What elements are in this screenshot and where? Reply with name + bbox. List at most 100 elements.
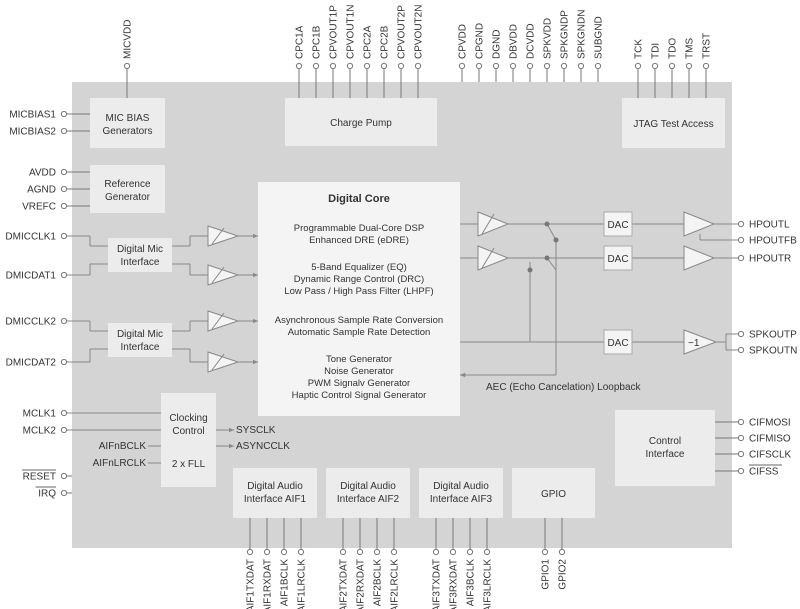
pin-cpvout1p: CPVOUT1P [329, 5, 340, 98]
pin-label: TDI [651, 43, 662, 59]
pin-mclk1: MCLK1 [23, 409, 68, 420]
aif1-block: Digital Audio Interface AIF1 [233, 468, 317, 518]
pin-label: MCLK2 [23, 426, 57, 437]
pin-label: CPGND [475, 23, 486, 59]
pin-hpoutfb: HPOUTFB [737, 236, 797, 247]
pin-cpc2a: CPC2A [363, 25, 374, 98]
asyncclk-label: ASYNCCLK [236, 441, 290, 452]
internal-wiring [67, 223, 738, 464]
pin-label: DMICDAT2 [6, 358, 57, 369]
pin-label: CPVDD [458, 24, 469, 59]
pin-cpvout2n: CPVOUT2N [414, 5, 425, 98]
pin-label: DCVDD [526, 23, 537, 59]
pin-label: IRQ [38, 489, 56, 500]
pin-label: CPC1A [295, 25, 306, 59]
pin-label: CPVOUT2N [414, 5, 425, 59]
core-line: Automatic Sample Rate Detection [288, 327, 431, 338]
pin-label: DGND [492, 30, 503, 59]
control-interface-block: Control Interface [615, 410, 715, 486]
pin-label: HPOUTFB [749, 236, 797, 247]
pin-label: AVDD [29, 168, 56, 179]
pin-label: SPKGNDN [577, 10, 588, 59]
aif2-label-1: Digital Audio [340, 481, 396, 492]
pin-aif3bclk: AIF3BCLK [466, 518, 477, 606]
pin-spkoutn: SPKOUTN [737, 346, 797, 357]
reference-label-1: Reference [104, 179, 151, 190]
pin-label: AIF1RXDAT [263, 559, 274, 609]
right-pins: HPOUTLHPOUTFBHPOUTRSPKOUTPSPKOUTNCIFMOSI… [715, 220, 797, 478]
pin-label: CIFSS [749, 467, 779, 478]
pin-label: AIF1LRCLK [297, 559, 308, 609]
pin-label: SPKOUTP [749, 330, 797, 341]
pin-label: VREFC [22, 202, 56, 213]
pin-reset: RESET [22, 469, 72, 483]
digital-core-title: Digital Core [328, 193, 390, 205]
dmic-adc-stages [207, 225, 240, 373]
dmic1-label-1: Digital Mic [117, 244, 163, 255]
fll-label: 2 x FLL [172, 459, 206, 470]
reference-block: Reference Generator [90, 165, 165, 213]
pin-label: CPC2A [363, 25, 374, 59]
sysclk-label: SYSCLK [236, 425, 276, 436]
core-line: Enhanced DRE (eDRE) [309, 235, 409, 246]
pin-label: DMICCLK1 [5, 232, 56, 243]
gpio-label: GPIO [541, 489, 566, 500]
pin-label: DBVDD [509, 24, 520, 59]
dmic1-label-2: Interface [121, 257, 160, 268]
pin-micvdd: MICVDD [123, 20, 134, 98]
core-line: 5-Band Equalizer (EQ) [311, 262, 407, 273]
pin-aif3lrclk: AIF3LRCLK [483, 518, 494, 609]
pin-micbias1: MICBIAS1 [9, 110, 90, 121]
pin-dmicclk1: DMICCLK1 [5, 232, 68, 243]
clocking-label-1: Clocking [169, 413, 207, 424]
pin-cpvout2p: CPVOUT2P [397, 5, 408, 98]
pin-label: AIF3LRCLK [483, 559, 494, 609]
pin-cpgnd: CPGND [475, 23, 486, 82]
pin-micbias2: MICBIAS2 [9, 127, 90, 138]
control-if-label-2: Interface [646, 449, 685, 460]
pin-cifsclk: CIFSCLK [715, 450, 792, 461]
pin-aif1lrclk: AIF1LRCLK [297, 518, 308, 609]
pin-label: AIF3BCLK [466, 559, 477, 607]
pin-tms: TMS [685, 38, 696, 98]
pin-label: TRST [702, 33, 713, 59]
pin-gpio2: GPIO2 [558, 518, 569, 590]
pin-dmicdat1: DMICDAT1 [6, 271, 68, 282]
pin-aif3rxdat: AIF3RXDAT [449, 518, 460, 609]
pin-aif2rxdat: AIF2RXDAT [356, 518, 367, 609]
core-line: Low Pass / High Pass Filter (LHPF) [284, 286, 433, 297]
clocking-block: Clocking Control 2 x FLL [161, 393, 216, 487]
inverting-amp-label: −1 [688, 338, 700, 349]
top-pins: MICVDD CPC1A CPC1B CPVOUT1P CPVOUT1N CPC2A CPC… [123, 5, 713, 98]
pin-label: AIF2RXDAT [356, 559, 367, 609]
pin-irq: IRQ [35, 486, 72, 500]
pin-cifmosi: CIFMOSI [715, 418, 791, 429]
pin-label: CPVOUT1N [346, 5, 357, 59]
jtag-block: JTAG Test Access [622, 98, 725, 148]
dac-label: DAC [607, 338, 628, 349]
pin-label: MICBIAS1 [9, 110, 56, 121]
pin-gpio1: GPIO1 [541, 518, 552, 590]
pin-label: SPKVDD [543, 18, 554, 59]
pin-aif1txdat: AIF1TXDAT [246, 518, 257, 609]
pin-mclk2: MCLK2 [23, 426, 68, 437]
aif2-block: Digital Audio Interface AIF2 [326, 468, 410, 518]
pin-label: CPC1B [312, 25, 323, 59]
pin-aif1rxdat: AIF1RXDAT [263, 518, 274, 609]
pin-label: SPKGNDP [560, 10, 571, 59]
pin-label: TCK [634, 39, 645, 59]
pin-label: MICVDD [123, 20, 134, 59]
pin-cpvdd: CPVDD [458, 24, 469, 82]
pin-vrefc: VREFC [22, 202, 90, 213]
switch-junctions [527, 221, 559, 273]
pin-aif2lrclk: AIF2LRCLK [390, 518, 401, 609]
aif2-label-2: Interface AIF2 [337, 494, 400, 505]
pin-cpc2b: CPC2B [380, 25, 391, 98]
aif1-label-2: Interface AIF1 [244, 494, 307, 505]
pin-spkvdd: SPKVDD [543, 18, 554, 82]
mic-bias-label-2: Generators [102, 126, 152, 137]
charge-pump-block: Charge Pump [285, 98, 437, 146]
pin-label: CIFSCLK [749, 450, 792, 461]
